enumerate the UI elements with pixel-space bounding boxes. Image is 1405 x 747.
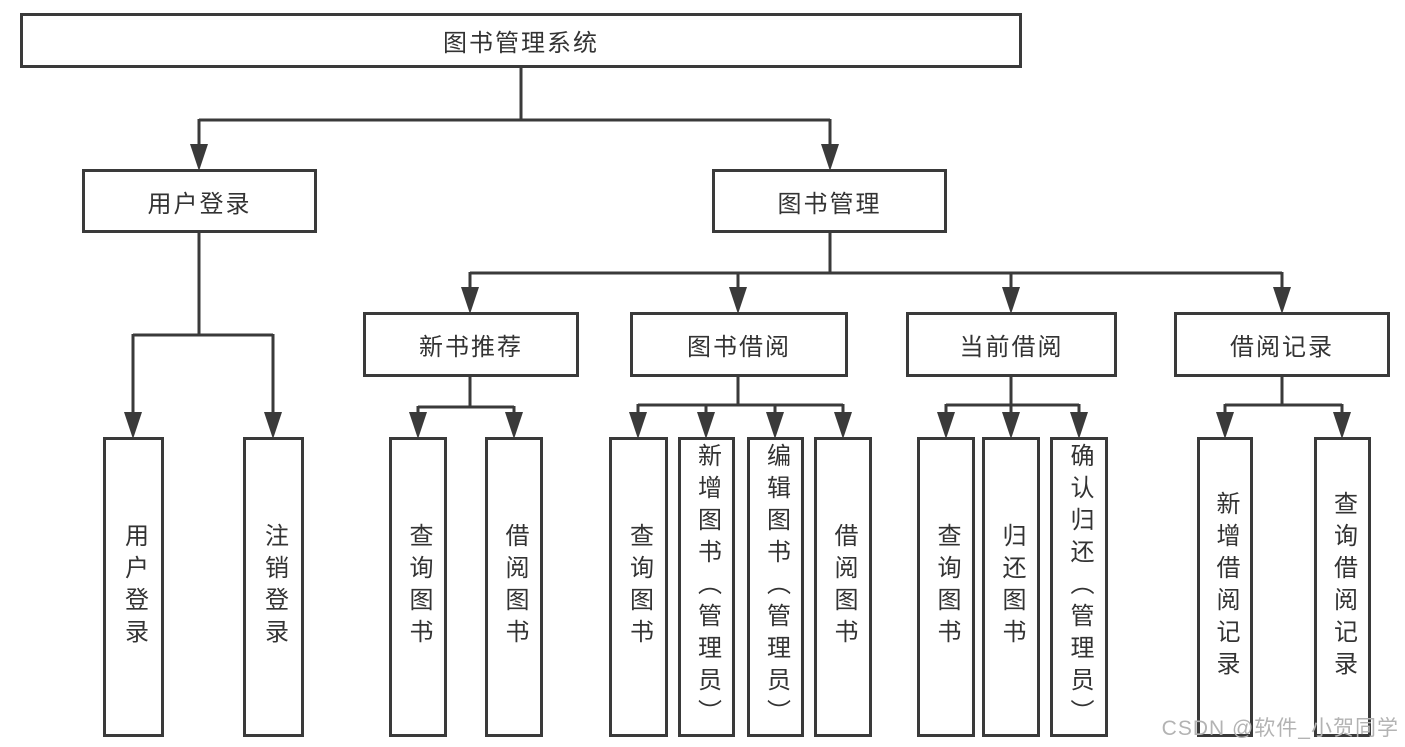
node-new-book-recommend-label: 新书推荐 (419, 334, 523, 361)
leaf-edit-books-admin: 编辑图书（管理员） (747, 437, 804, 737)
leaf-user-login: 用户登录 (103, 437, 164, 737)
node-book-management-label: 图书管理 (777, 190, 882, 218)
leaf-add-borrow-record-label: 新增借阅记录 (1212, 491, 1239, 683)
leaf-query-books-current: 查询图书 (917, 437, 975, 737)
leaf-add-books-admin-label: 新增图书（管理员） (693, 443, 721, 731)
leaf-edit-books-admin-label: 编辑图书（管理员） (762, 443, 790, 731)
leaf-confirm-return-admin: 确认归还（管理员） (1050, 437, 1108, 737)
node-new-book-recommend: 新书推荐 (363, 312, 579, 377)
leaf-logout: 注销登录 (243, 437, 304, 737)
leaf-query-books-borrow-label: 查询图书 (625, 523, 653, 651)
arrowheads (124, 144, 1351, 439)
node-book-management: 图书管理 (712, 169, 947, 233)
watermark: CSDN @软件_小贺同学 (1161, 717, 1399, 740)
leaf-confirm-return-admin-label: 确认归还（管理员） (1066, 443, 1093, 731)
node-user-login-label: 用户登录 (147, 190, 252, 218)
node-book-borrow-label: 图书借阅 (687, 334, 791, 361)
leaf-user-login-label: 用户登录 (120, 523, 148, 651)
leaf-query-books-current-label: 查询图书 (933, 523, 960, 651)
leaf-borrow-books: 借阅图书 (814, 437, 872, 737)
node-current-borrow: 当前借阅 (906, 312, 1117, 377)
node-borrow-records: 借阅记录 (1174, 312, 1390, 377)
node-root: 图书管理系统 (20, 13, 1022, 68)
leaf-query-borrow-record: 查询借阅记录 (1314, 437, 1371, 737)
leaf-add-books-admin: 新增图书（管理员） (678, 437, 735, 737)
leaf-query-books-borrow: 查询图书 (609, 437, 668, 737)
node-borrow-records-label: 借阅记录 (1230, 334, 1334, 361)
leaf-query-borrow-record-label: 查询借阅记录 (1329, 491, 1357, 683)
leaf-return-books: 归还图书 (982, 437, 1040, 737)
leaf-add-borrow-record: 新增借阅记录 (1197, 437, 1253, 737)
leaf-borrow-books-recommend: 借阅图书 (485, 437, 543, 737)
node-book-borrow: 图书借阅 (630, 312, 848, 377)
node-current-borrow-label: 当前借阅 (959, 334, 1064, 361)
node-user-login: 用户登录 (82, 169, 317, 233)
leaf-query-books-recommend: 查询图书 (389, 437, 447, 737)
leaf-logout-label: 注销登录 (260, 523, 288, 651)
leaf-query-books-recommend-label: 查询图书 (405, 523, 432, 651)
leaf-return-books-label: 归还图书 (998, 523, 1025, 651)
node-root-label: 图书管理系统 (443, 30, 599, 57)
leaf-borrow-books-recommend-label: 借阅图书 (501, 523, 528, 651)
leaf-borrow-books-label: 借阅图书 (830, 523, 857, 651)
